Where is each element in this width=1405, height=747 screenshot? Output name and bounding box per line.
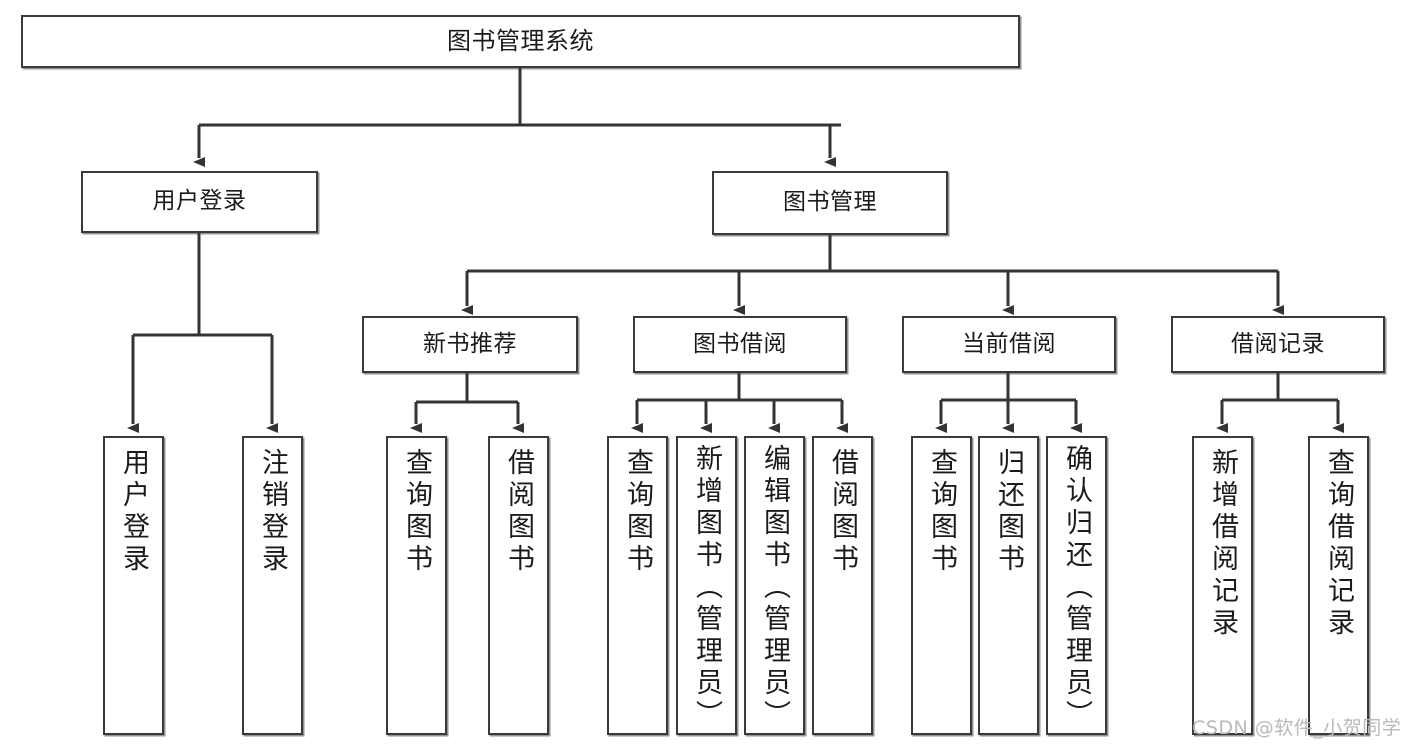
node-leaf-confirm-return[interactable]: 确认归还（管理员）	[1046, 436, 1107, 735]
node-leaf-query-book-3[interactable]: 查询图书	[911, 436, 972, 735]
node-leaf-query-book-1-label: 查询图书	[401, 448, 432, 576]
node-borrow-record-label: 借阅记录	[1231, 330, 1325, 357]
node-book-management-label: 图书管理	[783, 189, 877, 216]
watermark-text: CSDN @软件_小贺同学	[1192, 717, 1402, 739]
node-new-book-recommend-label: 新书推荐	[423, 330, 517, 357]
node-root[interactable]: 图书管理系统	[21, 15, 1020, 68]
node-leaf-query-book-3-label: 查询图书	[926, 448, 957, 576]
node-leaf-add-book[interactable]: 新增图书（管理员）	[676, 436, 737, 735]
node-leaf-borrow-book-2[interactable]: 借阅图书	[812, 436, 873, 735]
node-leaf-user-login-label: 用户登录	[118, 448, 149, 576]
node-leaf-query-book-2[interactable]: 查询图书	[607, 436, 668, 735]
node-user-login[interactable]: 用户登录	[81, 171, 318, 233]
node-leaf-edit-book-label: 编辑图书（管理员）	[759, 444, 790, 732]
node-current-borrow[interactable]: 当前借阅	[902, 316, 1116, 373]
node-leaf-add-record[interactable]: 新增借阅记录	[1192, 436, 1253, 735]
node-leaf-query-book-1[interactable]: 查询图书	[386, 436, 447, 735]
node-leaf-borrow-book-2-label: 借阅图书	[827, 448, 858, 576]
node-book-borrow-label: 图书借阅	[693, 330, 787, 357]
node-leaf-return-book-label: 归还图书	[993, 448, 1024, 576]
node-borrow-record[interactable]: 借阅记录	[1171, 316, 1385, 373]
node-new-book-recommend[interactable]: 新书推荐	[362, 316, 578, 373]
node-leaf-query-record-label: 查询借阅记录	[1323, 448, 1354, 640]
node-leaf-add-book-label: 新增图书（管理员）	[691, 444, 722, 732]
node-leaf-logout-label: 注销登录	[257, 448, 288, 576]
node-book-management[interactable]: 图书管理	[712, 171, 948, 235]
node-leaf-confirm-return-label: 确认归还（管理员）	[1061, 444, 1092, 732]
node-leaf-query-book-2-label: 查询图书	[622, 448, 653, 576]
node-leaf-add-record-label: 新增借阅记录	[1207, 448, 1238, 640]
node-leaf-user-login[interactable]: 用户登录	[103, 436, 164, 735]
node-user-login-label: 用户登录	[152, 188, 247, 215]
node-leaf-query-record[interactable]: 查询借阅记录	[1308, 436, 1369, 735]
node-current-borrow-label: 当前借阅	[962, 330, 1056, 357]
node-leaf-logout[interactable]: 注销登录	[242, 436, 303, 735]
node-leaf-edit-book[interactable]: 编辑图书（管理员）	[744, 436, 805, 735]
node-leaf-return-book[interactable]: 归还图书	[978, 436, 1039, 735]
node-leaf-borrow-book-1-label: 借阅图书	[503, 448, 534, 576]
node-leaf-borrow-book-1[interactable]: 借阅图书	[488, 436, 549, 735]
node-root-label: 图书管理系统	[447, 27, 594, 56]
node-book-borrow[interactable]: 图书借阅	[633, 316, 847, 373]
